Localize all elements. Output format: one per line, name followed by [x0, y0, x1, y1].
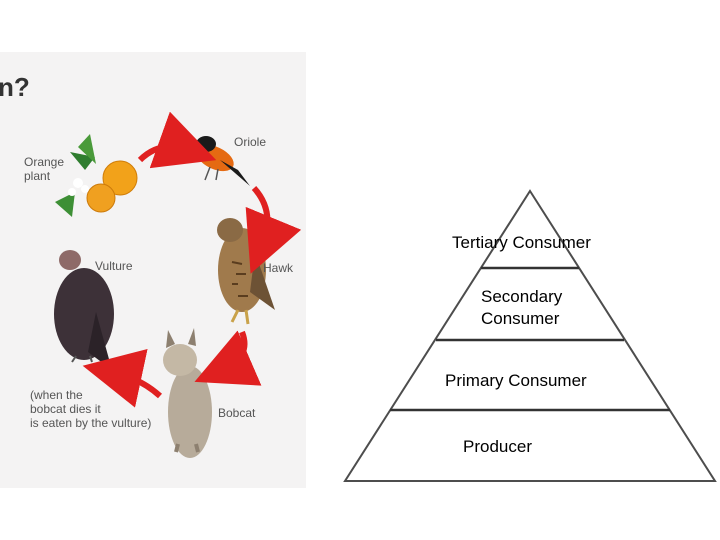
vulture-icon: [54, 250, 114, 370]
pyramid-level-secondary-consumer: Secondary Consumer: [481, 287, 563, 328]
food-chain-drawing: [54, 111, 302, 458]
food-chain-arrows: [82, 111, 302, 408]
label-hawk: Hawk: [263, 261, 294, 275]
bobcat-icon: [163, 328, 212, 458]
arrow-hawk-to-bobcat: [194, 330, 262, 386]
trophic-pyramid: [343, 189, 717, 482]
pyramid-level-primary-consumer: Primary Consumer: [445, 371, 587, 390]
arrow-bobcat-to-vulture: [82, 348, 163, 408]
arrow-oriole-to-hawk: [245, 185, 302, 274]
label-vulture-note: (when the bobcat dies it is eaten by the…: [30, 388, 152, 430]
label-oriole: Oriole: [234, 135, 267, 149]
pyramid-level-producer: Producer: [463, 437, 532, 456]
arrow-plant-to-oriole: [137, 111, 217, 169]
orange-plant-icon: [55, 134, 138, 217]
label-orange-plant: Orange plant: [24, 155, 65, 183]
label-vulture: Vulture: [95, 259, 133, 273]
heading-fragment: n?: [0, 72, 30, 102]
pyramid-dividers: [390, 266, 670, 412]
food-chain-illustration: n? Orange plant Oriole Hawk Vulture Bobc…: [0, 52, 306, 488]
label-bobcat: Bobcat: [218, 406, 256, 420]
pyramid-level-tertiary-consumer: Tertiary Consumer: [452, 233, 591, 252]
pyramid-outline: [343, 189, 717, 482]
